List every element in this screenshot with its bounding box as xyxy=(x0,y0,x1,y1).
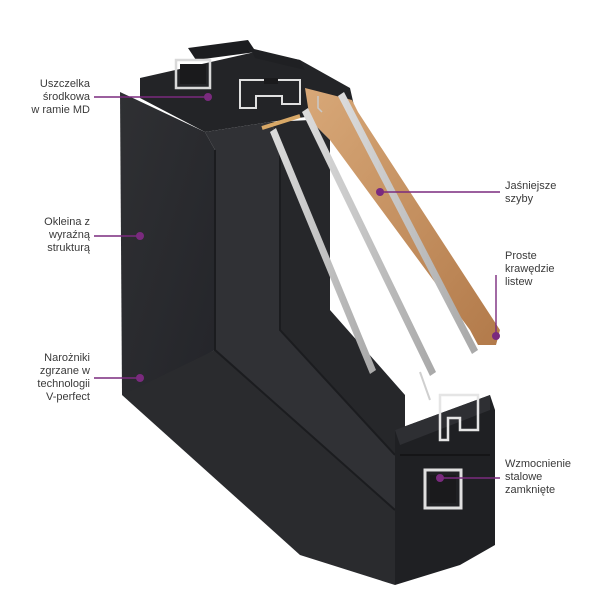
label-line: strukturą xyxy=(47,242,90,254)
glass-pane-3 xyxy=(338,92,478,354)
label-line: w ramie MD xyxy=(31,104,90,116)
dot-jasniejsze xyxy=(376,188,384,196)
label-line: stalowe xyxy=(505,471,543,483)
label-narozniki: Narożniki zgrzane w technologii V-perfec… xyxy=(8,352,90,404)
glass-pane-2 xyxy=(302,108,436,376)
annotation-leaders xyxy=(94,93,500,482)
label-line: Uszczelka xyxy=(39,78,90,90)
label-line: listew xyxy=(505,276,533,288)
label-line: wyraźną xyxy=(49,229,90,241)
middle-gasket-channel xyxy=(239,79,301,109)
label-line: Jaśniejsze xyxy=(505,180,557,192)
label-okleina: Okleina z wyraźną strukturą xyxy=(8,216,90,255)
label-line: szyby xyxy=(505,193,534,205)
dot-uszczelka xyxy=(204,93,212,101)
label-line: Wzmocnienie xyxy=(505,458,572,470)
label-line: Proste xyxy=(505,250,537,262)
dot-wzmocnienie xyxy=(436,474,444,482)
dot-proste xyxy=(492,332,500,340)
label-line: Okleina z xyxy=(44,216,90,228)
sash-chamber xyxy=(438,393,480,442)
dot-okleina xyxy=(136,232,144,240)
label-line: środkowa xyxy=(42,91,90,103)
label-jasniejsze: Jaśniejsze szyby xyxy=(505,180,595,206)
label-line: Narożniki xyxy=(44,352,90,364)
label-uszczelka: Uszczelka środkowa w ramie MD xyxy=(8,78,90,117)
label-line: technologii xyxy=(37,378,90,390)
dot-narozniki xyxy=(136,374,144,382)
label-line: krawędzie xyxy=(505,263,555,275)
glass-pane-1 xyxy=(270,128,376,374)
triple-glazing xyxy=(261,92,478,401)
label-proste: Proste krawędzie listew xyxy=(505,250,595,289)
label-wzmocnienie: Wzmocnienie stalowe zamknięte xyxy=(505,458,595,497)
label-line: zamknięte xyxy=(505,484,556,496)
label-line: V-perfect xyxy=(45,391,90,403)
label-line: zgrzane w xyxy=(39,365,90,377)
steel-reinforcement xyxy=(423,468,463,510)
frame-top-section xyxy=(140,40,355,132)
frame-bottom-profile xyxy=(395,393,495,585)
top-steel-chamber xyxy=(174,58,212,90)
